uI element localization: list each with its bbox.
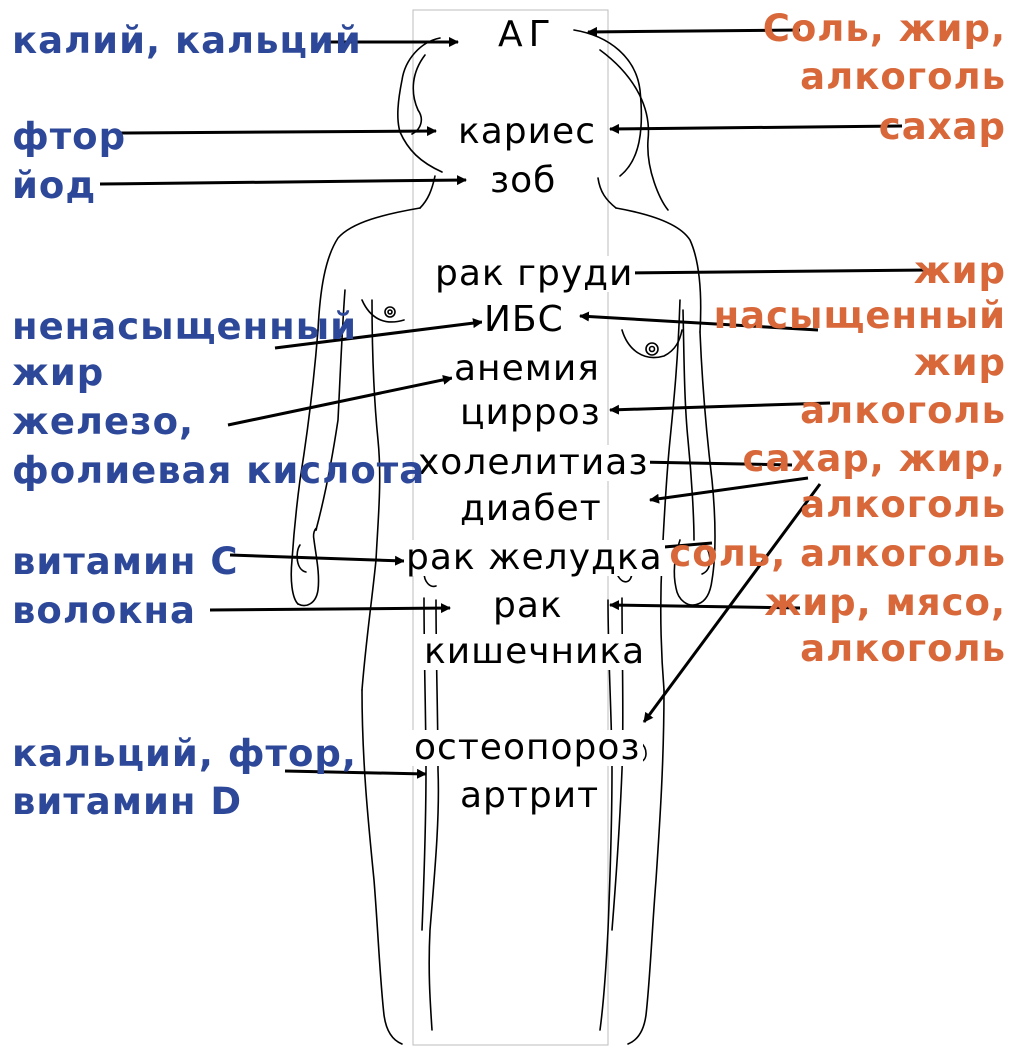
arrow-ftor-karies [120,131,436,133]
arrow-sahar-karies [610,126,902,129]
disease-zob: зоб [488,163,558,199]
disease-ag: АГ [496,17,559,53]
risk-alkogol-kishechnik: алкоголь [800,630,1006,667]
disease-rak-zheludka: рак желудка [404,540,665,576]
disease-cirroz: цирроз [458,395,603,431]
protective-kaliy-kalciy: калий, кальций [12,22,362,59]
risk-alkogol-diabet: алкоголь [800,486,1006,523]
risk-alkogol-cirroz: алкоголь [800,392,1006,429]
risk-zhir-rak-grudi: жир [914,252,1006,289]
arrow-sahar-diabet [650,478,808,500]
disease-artrit: артрит [458,778,601,814]
risk-sahar-zhir: сахар, жир, [743,440,1006,477]
protective-zhelezo: железо, [12,403,194,440]
disease-karies: кариес [456,114,598,150]
protective-ftor: фтор [12,118,126,155]
protective-nenasyshchenny: ненасыщенный [12,308,357,345]
protective-vitamin-c: витамин С [12,543,239,580]
risk-sol-zhir: Соль, жир, [763,10,1006,47]
protective-vitamin-d: витамин D [12,783,242,820]
arrow-zhir-rak-grudi [618,270,930,273]
arrow-volokna-rak-kishechnika [210,608,450,610]
risk-alkogol-ag: алкоголь [800,58,1006,95]
disease-ibs: ИБС [482,302,566,338]
disease-osteoporoz: остеопороз [412,730,643,766]
arrow-yod-zob [100,180,466,184]
disease-rak-grudi: рак груди [433,256,635,292]
disease-anemiya: анемия [452,351,602,387]
protective-volokna: волокна [12,592,196,629]
protective-kalciy-ftor: кальций, фтор, [12,735,357,772]
disease-kishechnika: кишечника [422,634,647,670]
protective-folievaya-kislota: фолиевая кислота [12,452,425,489]
disease-rak: рак [491,588,565,624]
protective-yod: йод [12,167,96,204]
protective-zhir: жир [12,354,104,391]
disease-holelitiaz: холелитиаз [416,445,650,481]
risk-sahar: сахар [879,108,1006,145]
risk-zhir-myaso: жир, мясо, [764,584,1006,621]
risk-zhir-ibs: жир [914,344,1006,381]
risk-nasyshchenny: насыщенный [714,297,1006,334]
disease-diabet: диабет [458,491,604,527]
arrow-alkogol-cirroz [610,403,830,410]
risk-sol-alkogol: соль, алкоголь [669,535,1006,572]
